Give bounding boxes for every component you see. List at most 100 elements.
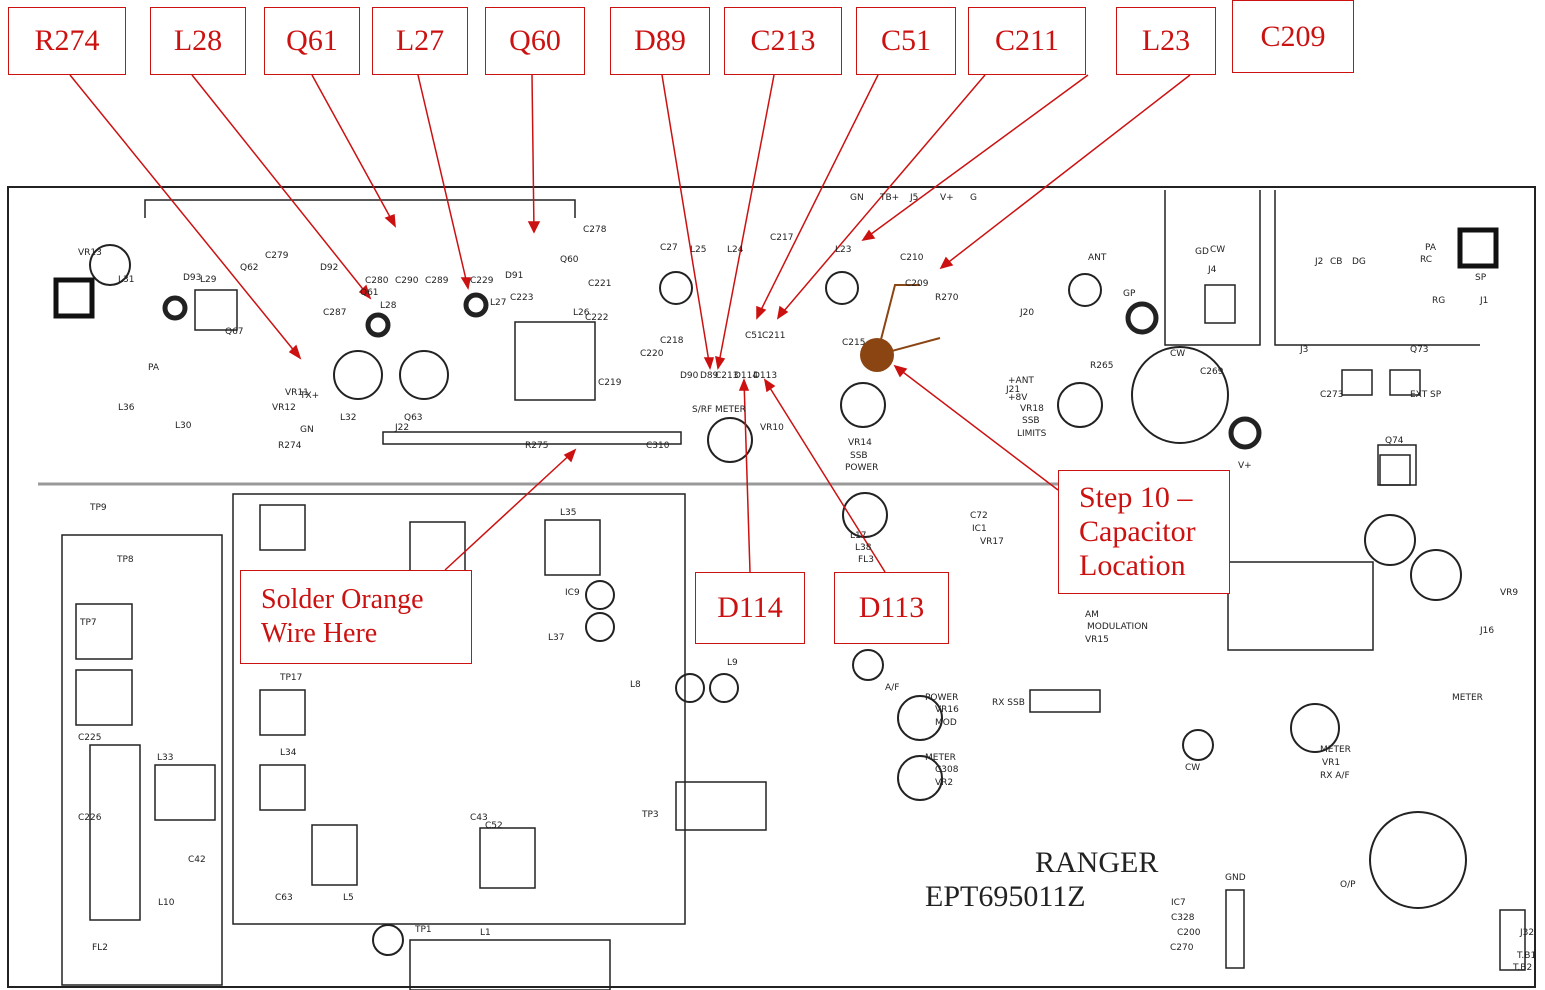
silkscreen-label: SP xyxy=(1475,273,1487,283)
silkscreen-label: AM xyxy=(1085,610,1099,620)
callout-c211: C211 xyxy=(968,7,1086,75)
silkscreen-label: J22 xyxy=(394,423,409,433)
coils xyxy=(89,244,1467,956)
silkscreen-label: C215 xyxy=(842,338,865,348)
silkscreen-label: L17 xyxy=(850,531,866,541)
silkscreen-label: ANT xyxy=(1088,253,1107,263)
test-point-bar xyxy=(382,431,682,445)
silkscreen-label: CW xyxy=(1170,349,1185,359)
silkscreen-label: O/P xyxy=(1340,880,1356,890)
silkscreen-label: Q61 xyxy=(360,288,379,298)
callout-q61: Q61 xyxy=(264,7,360,75)
silkscreen-label: L32 xyxy=(340,413,356,423)
silkscreen-label: VR10 xyxy=(760,423,784,433)
silkscreen-label: L5 xyxy=(343,893,354,903)
silkscreen-label: VR9 xyxy=(1500,588,1518,598)
silkscreen-label: C279 xyxy=(265,251,289,261)
silkscreen-label: C213 xyxy=(715,371,738,381)
silkscreen-label: R275 xyxy=(525,441,548,451)
silkscreen-label: T.B2 xyxy=(1512,963,1532,973)
silkscreen-label: LIMITS xyxy=(1017,429,1047,439)
callout-d89: D89 xyxy=(610,7,710,75)
silkscreen-label: IC7 xyxy=(1171,898,1186,908)
silkscreen-label: C43 xyxy=(470,813,488,823)
silkscreen-label: RX A/F xyxy=(1320,771,1350,781)
silkscreen-label: D92 xyxy=(320,263,338,273)
mount-pad-left xyxy=(53,277,95,319)
silkscreen-label: J4 xyxy=(1207,265,1217,275)
step10-capacitor-location-note: Step 10 – Capacitor Location xyxy=(1058,470,1230,594)
silkscreen-label: L36 xyxy=(118,403,135,413)
silkscreen-label: S/RF METER xyxy=(692,405,746,415)
silkscreen-label: VR1 xyxy=(1322,758,1340,768)
board-outline xyxy=(7,186,1536,988)
silkscreen-label: C220 xyxy=(640,349,664,359)
callout-c51: C51 xyxy=(856,7,956,75)
silkscreen-label: METER xyxy=(1320,745,1351,755)
silkscreen-label: R265 xyxy=(1090,361,1113,371)
silkscreen-label: POWER xyxy=(925,693,958,703)
silkscreen-label: C211 xyxy=(762,331,785,341)
silkscreen-label: Q63 xyxy=(404,413,423,423)
silkscreen-label: C290 xyxy=(395,276,419,286)
silkscreen-label: TP8 xyxy=(116,555,134,565)
silkscreen-label: L10 xyxy=(158,898,175,908)
silkscreen-label: C218 xyxy=(660,336,684,346)
silkscreen-label: CW xyxy=(1185,763,1200,773)
silkscreen-label: VR17 xyxy=(980,537,1004,547)
silkscreen-label: RX SSB xyxy=(992,698,1025,708)
silkscreen-label: +ANT xyxy=(1008,376,1034,386)
silkscreen-label: GND xyxy=(1225,873,1246,883)
silkscreen-label: Q60 xyxy=(560,255,579,265)
silkscreen-label: D93 xyxy=(183,273,201,283)
board-part-number-text: EPT695011Z xyxy=(925,880,1086,913)
silkscreen-label: C217 xyxy=(770,233,793,243)
silkscreen-label: J16 xyxy=(1479,626,1494,636)
silkscreen-label: METER xyxy=(925,753,956,763)
silkscreen-label: SSB xyxy=(850,451,868,461)
callout-l28: L28 xyxy=(150,7,246,75)
silkscreen-label: GN xyxy=(300,425,314,435)
silkscreen-label: TP3 xyxy=(641,810,659,820)
silkscreen-label: C72 xyxy=(970,511,988,521)
silkscreen-label: L25 xyxy=(690,245,706,255)
silkscreen-label: PA xyxy=(148,363,160,373)
silkscreen-label: TP7 xyxy=(79,618,97,628)
top-tab-left xyxy=(144,199,576,218)
silkscreen-label: VR12 xyxy=(272,403,296,413)
silkscreen-label: VR15 xyxy=(1085,635,1109,645)
silkscreen-label: C51 xyxy=(745,331,763,341)
silkscreen-label: V+ xyxy=(940,193,954,203)
silkscreen-label: C269 xyxy=(1200,367,1224,377)
silkscreen-label: C280 xyxy=(365,276,389,286)
silkscreen-label: C287 xyxy=(323,308,346,318)
silkscreen-label: VR18 xyxy=(1020,404,1044,414)
callout-c213: C213 xyxy=(724,7,842,75)
silkscreen-label: VR2 xyxy=(935,778,953,788)
silkscreen-label: TP9 xyxy=(89,503,107,513)
silkscreen-label: VR13 xyxy=(78,248,102,258)
silkscreen-label: A/F xyxy=(885,683,899,693)
silkscreen-label: VR11 xyxy=(285,388,309,398)
silkscreen-label: L37 xyxy=(548,633,564,643)
silkscreen-label: C225 xyxy=(78,733,101,743)
silkscreen-label: DG xyxy=(1352,257,1366,267)
top-tab-right xyxy=(1164,190,1261,346)
silkscreen-label: J20 xyxy=(1019,308,1034,318)
silkscreen-label: +8V xyxy=(1008,393,1028,403)
silkscreen-label: C223 xyxy=(510,293,533,303)
silkscreen-label: R274 xyxy=(278,441,302,451)
silkscreen-label: G xyxy=(970,193,977,203)
silkscreen-label: FL2 xyxy=(92,943,108,953)
silkscreen-label: J3 xyxy=(1299,345,1308,355)
silkscreen-label: TP1 xyxy=(414,925,432,935)
silkscreen-label: L9 xyxy=(727,658,738,668)
silkscreen-label: L23 xyxy=(835,245,851,255)
silkscreen-label: L30 xyxy=(175,421,192,431)
silkscreen-label: TP17 xyxy=(279,673,302,683)
silkscreen-label: TB+ xyxy=(879,193,899,203)
silkscreen-label: L31 xyxy=(118,275,134,285)
silkscreen-label: D114 xyxy=(734,371,758,381)
silkscreen-label: FL3 xyxy=(858,555,874,565)
